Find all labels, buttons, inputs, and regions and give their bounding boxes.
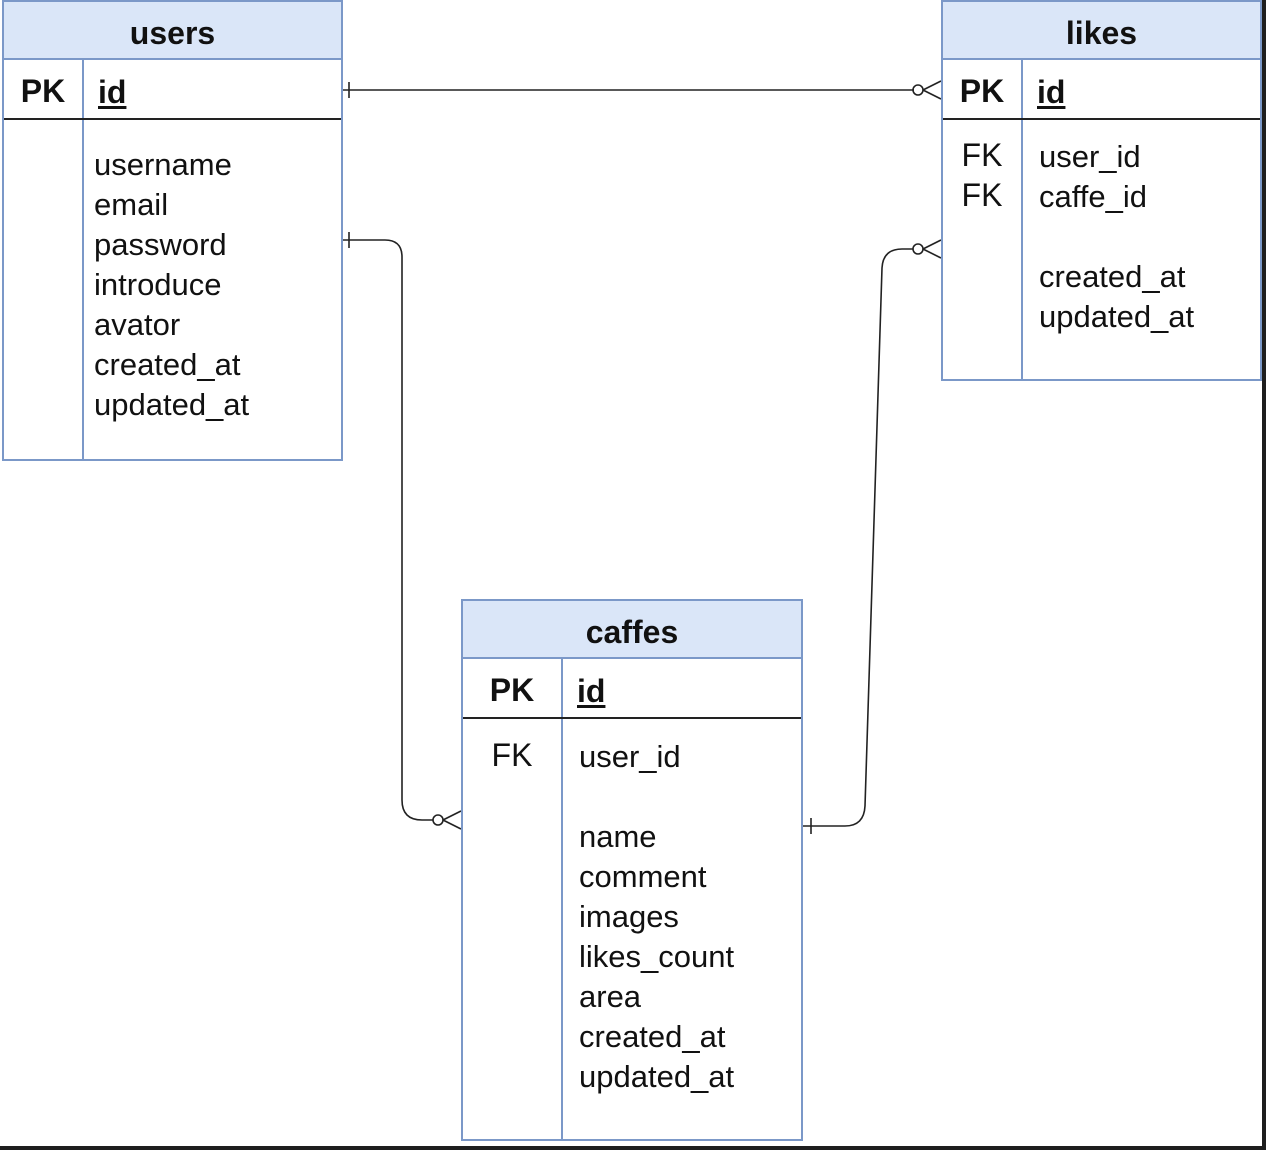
fk-field: user_id: [1039, 139, 1141, 174]
field: avator: [94, 307, 181, 342]
fk-label: FK: [961, 177, 1003, 213]
zero-marker-users-caffes: [432, 814, 444, 826]
field: comment: [579, 859, 707, 894]
fk-field: caffe_id: [1039, 179, 1148, 214]
entity-title: caffes: [463, 601, 801, 659]
field: introduce: [94, 267, 222, 302]
fk-label-list: FK: [463, 735, 561, 775]
field: created_at: [579, 1019, 726, 1054]
field-list: username email password introduce avator…: [94, 145, 249, 425]
primary-key-row: PK id: [4, 60, 341, 120]
field: created_at: [1039, 259, 1186, 294]
fk-label: FK: [491, 737, 533, 773]
field: updated_at: [579, 1059, 735, 1094]
many-marker-users-caffes: [442, 810, 462, 830]
field: password: [94, 227, 227, 262]
pk-field: id: [1037, 74, 1066, 110]
pk-label: PK: [489, 672, 535, 708]
column-divider: [1021, 120, 1023, 379]
entity-title: users: [4, 2, 341, 60]
field: created_at: [94, 347, 241, 382]
entity-title: likes: [943, 2, 1260, 60]
column-divider: [1021, 60, 1023, 118]
zero-marker-users-likes: [912, 84, 924, 96]
entity-likes[interactable]: likes PK id FK FK user_id caffe_id creat…: [941, 0, 1262, 381]
fk-label-list: FK FK: [943, 135, 1021, 215]
column-divider: [561, 659, 563, 717]
fk-label: FK: [961, 137, 1003, 173]
entity-caffes[interactable]: caffes PK id FK user_id name comment ima…: [461, 599, 803, 1141]
field: updated_at: [1039, 299, 1195, 334]
many-marker-users-likes: [922, 80, 942, 100]
field: username: [94, 147, 232, 182]
column-divider: [561, 719, 563, 1139]
field-list: user_id caffe_id created_at updated_at: [1039, 137, 1194, 337]
primary-key-row: PK id: [943, 60, 1260, 120]
zero-marker-caffes-likes: [912, 243, 924, 255]
relation-caffes-likes: [803, 248, 913, 827]
many-marker-caffes-likes: [922, 239, 942, 259]
entity-users[interactable]: users PK id username email password intr…: [2, 0, 343, 461]
primary-key-row: PK id: [463, 659, 801, 719]
pk-label: PK: [20, 73, 66, 109]
pk-label: PK: [959, 73, 1005, 109]
field: images: [579, 899, 679, 934]
field-list: user_id name comment images likes_count …: [579, 737, 734, 1097]
field: area: [579, 979, 642, 1014]
field: updated_at: [94, 387, 250, 422]
field: name: [579, 819, 657, 854]
field: email: [94, 187, 169, 222]
pk-field: id: [98, 74, 127, 110]
column-divider: [82, 60, 84, 118]
relation-users-caffes: [343, 239, 433, 821]
fk-field: user_id: [579, 739, 681, 774]
column-divider: [82, 120, 84, 459]
pk-field: id: [577, 673, 606, 709]
field: likes_count: [579, 939, 735, 974]
